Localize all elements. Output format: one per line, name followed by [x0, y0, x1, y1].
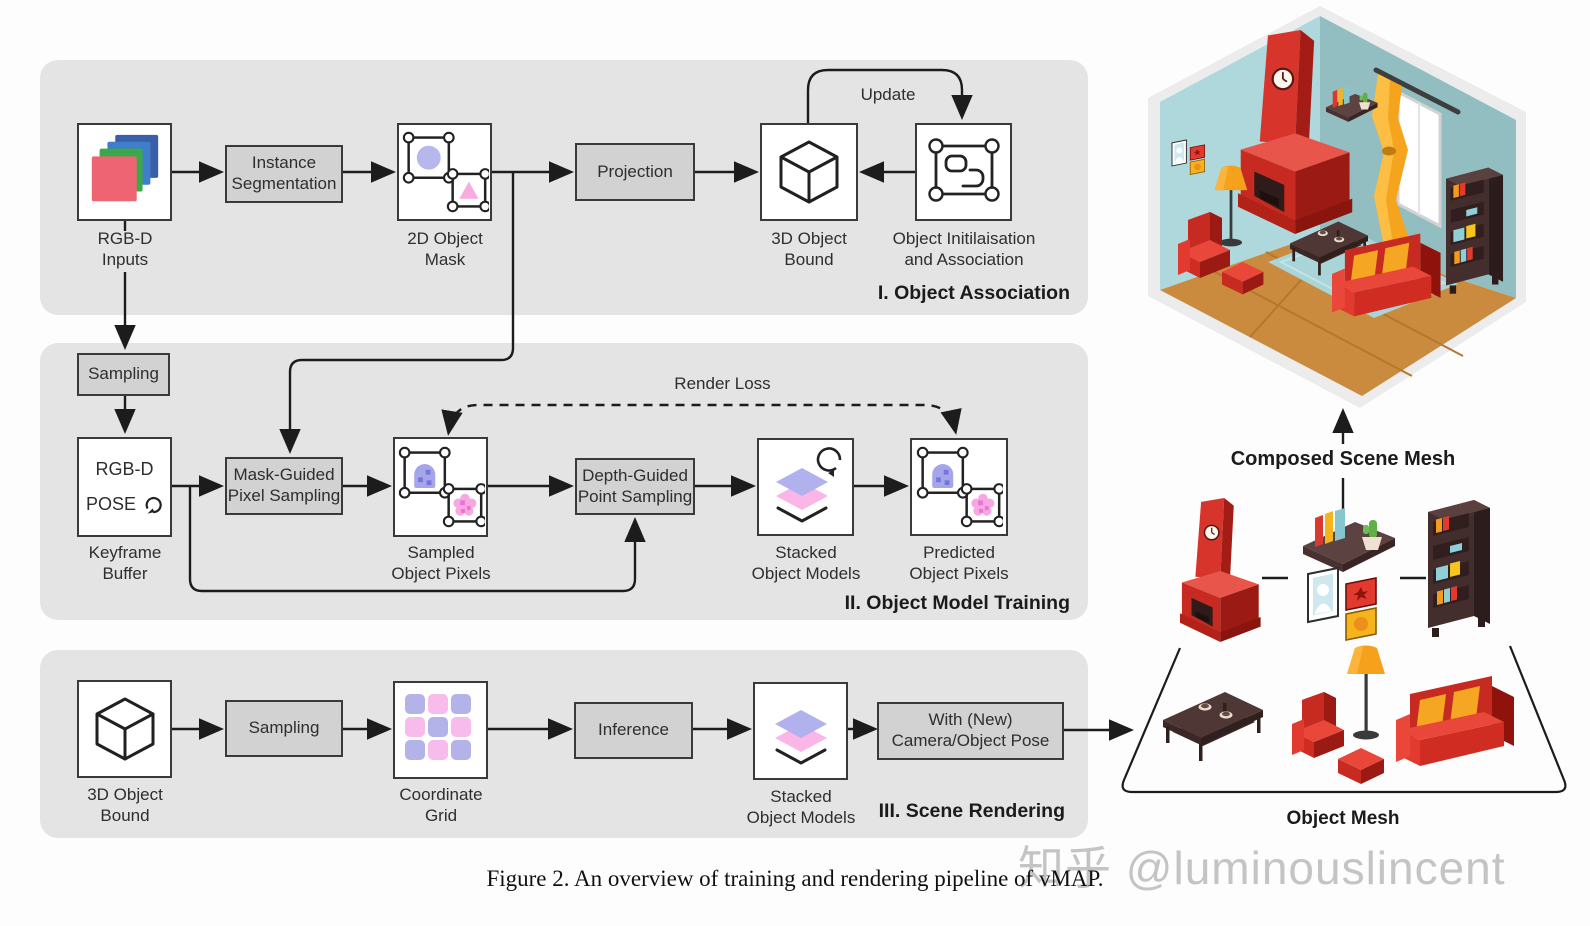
keyframe-pose-text: POSE	[85, 494, 137, 514]
object-bound-3d-label-rendering: 3D Object Bound	[87, 785, 163, 826]
room-composed-scene	[1148, 6, 1526, 408]
panel3-title: III. Scene Rendering	[878, 800, 1065, 822]
panel1-title: I. Object Association	[877, 282, 1070, 304]
stacked-models-box-training	[757, 438, 854, 536]
pose-loop-icon	[145, 496, 162, 514]
mask-guided-box: Mask-Guided Pixel Sampling	[225, 457, 343, 515]
object-mesh-cluster	[1163, 497, 1514, 784]
cube-icon	[95, 697, 154, 761]
sampled-pixels-icon	[398, 446, 485, 528]
object-bound-3d-box	[760, 123, 858, 221]
bbox-mask-icon	[402, 131, 489, 213]
object-mesh-label: Object Mesh	[1286, 808, 1400, 829]
render-loss-label: Render Loss	[674, 374, 771, 393]
instance-segmentation-box: Instance Segmentation	[225, 145, 343, 203]
keyframe-rgbd-text: RGB-D	[95, 459, 154, 479]
coordinate-grid-box	[393, 681, 488, 779]
camera-pose-box: With (New) Camera/Object Pose	[877, 702, 1064, 760]
coordinate-grid-label: Coordinate Grid	[399, 785, 483, 826]
keyframe-buffer-label: Keyframe Buffer	[88, 543, 162, 584]
object-init-label: Object Initilaisation and Association	[892, 229, 1036, 270]
sampling-box-training: Sampling	[77, 353, 170, 396]
keyframe-buffer-box: RGB-D POSE	[77, 437, 172, 537]
coordinate-grid-icon	[404, 694, 471, 760]
object-bound-3d-label: 3D Object Bound	[771, 229, 847, 270]
update-label: Update	[860, 85, 916, 104]
object-mask-2d-label: 2D Object Mask	[407, 229, 483, 270]
stacked-layers-rotate-icon	[775, 447, 841, 523]
predicted-pixels-box	[910, 438, 1008, 536]
sampled-pixels-box	[393, 437, 488, 537]
sampled-pixels-label: Sampled Object Pixels	[391, 543, 491, 584]
predicted-pixels-icon	[916, 446, 1003, 528]
sampling-box-rendering: Sampling	[225, 700, 343, 757]
composed-scene-mesh-label: Composed Scene Mesh	[1230, 448, 1456, 470]
inference-box: Inference	[574, 702, 693, 759]
object-init-box	[915, 123, 1012, 221]
composed-scene-illustration	[1148, 6, 1526, 784]
predicted-pixels-label: Predicted Object Pixels	[909, 543, 1009, 584]
depth-guided-box: Depth-Guided Point Sampling	[575, 458, 695, 515]
object-mesh-boundary	[1121, 645, 1567, 794]
object-bound-3d-box-rendering	[77, 680, 172, 778]
projection-box: Projection	[575, 143, 695, 201]
stacked-layers-icon	[774, 710, 827, 765]
watermark: 知乎 @luminouslincent	[1018, 842, 1506, 894]
rgbd-inputs-box	[77, 123, 172, 221]
stacked-models-label-training: Stacked Object Models	[751, 543, 861, 584]
cube-icon	[779, 140, 839, 204]
selection-init-icon	[927, 138, 1000, 202]
figure-caption: Figure 2. An overview of training and re…	[486, 866, 1104, 891]
rgbd-inputs-label: RGB-D Inputs	[97, 229, 153, 270]
object-mask-2d-box	[397, 123, 492, 221]
panel2-title: II. Object Model Training	[844, 592, 1070, 614]
rgbd-stack-icon	[91, 134, 158, 202]
stacked-models-label-rendering: Stacked Object Models	[746, 787, 856, 828]
stacked-models-box-rendering	[753, 682, 848, 780]
